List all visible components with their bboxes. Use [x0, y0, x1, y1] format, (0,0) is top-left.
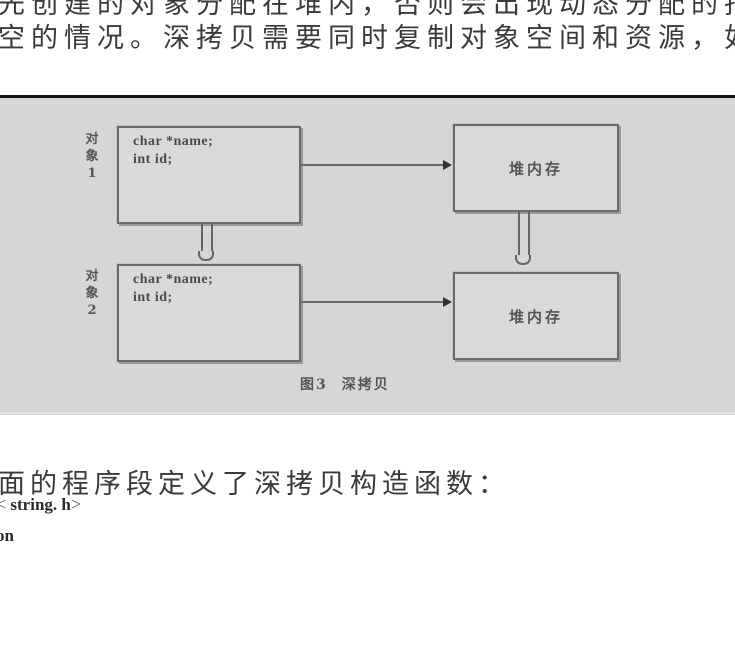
heap-memory-box-1: 堆内存	[453, 124, 619, 212]
object-1-label: 对 象 1	[85, 132, 99, 181]
object-2-box: char *name; int id;	[117, 264, 301, 362]
figure-caption-number: 图3	[300, 377, 328, 393]
code-line-partial: on	[0, 526, 14, 545]
heap-memory-label: 堆内存	[508, 160, 563, 178]
object-1-code-line: char *name;	[133, 134, 214, 149]
copy-down-arrow-icon	[515, 211, 531, 265]
object-2-label: 对 象 2	[85, 269, 99, 318]
figure-deep-copy: 对 象 1 char *name; int id; 对 象 2 char *na…	[0, 95, 735, 415]
code-line-include: < string. h>	[0, 494, 82, 514]
figure-caption-title: 深拷贝	[341, 377, 390, 393]
object-1-box: char *name; int id;	[117, 126, 301, 224]
pointer-arrow-icon	[299, 297, 452, 307]
body-text-line-partial: 先创建的对象分配在堆内，否则会出现动态分配的指	[0, 0, 735, 20]
heap-memory-label: 堆内存	[508, 308, 563, 326]
object-2-code-line: char *name;	[133, 272, 214, 287]
body-text-line: 面的程序段定义了深拷贝构造函数：	[0, 469, 510, 500]
figure-caption: 图3 深拷贝	[300, 374, 390, 394]
object-1-code-line: int id;	[133, 152, 173, 167]
figure-bottom-rule	[0, 412, 735, 414]
copy-down-arrow-icon	[198, 223, 214, 261]
pointer-arrow-icon	[299, 160, 452, 170]
object-2-code-line: int id;	[133, 290, 173, 305]
heap-memory-box-2: 堆内存	[453, 272, 619, 360]
body-text-line: 空的情况。深拷贝需要同时复制对象空间和资源，如	[0, 23, 735, 54]
